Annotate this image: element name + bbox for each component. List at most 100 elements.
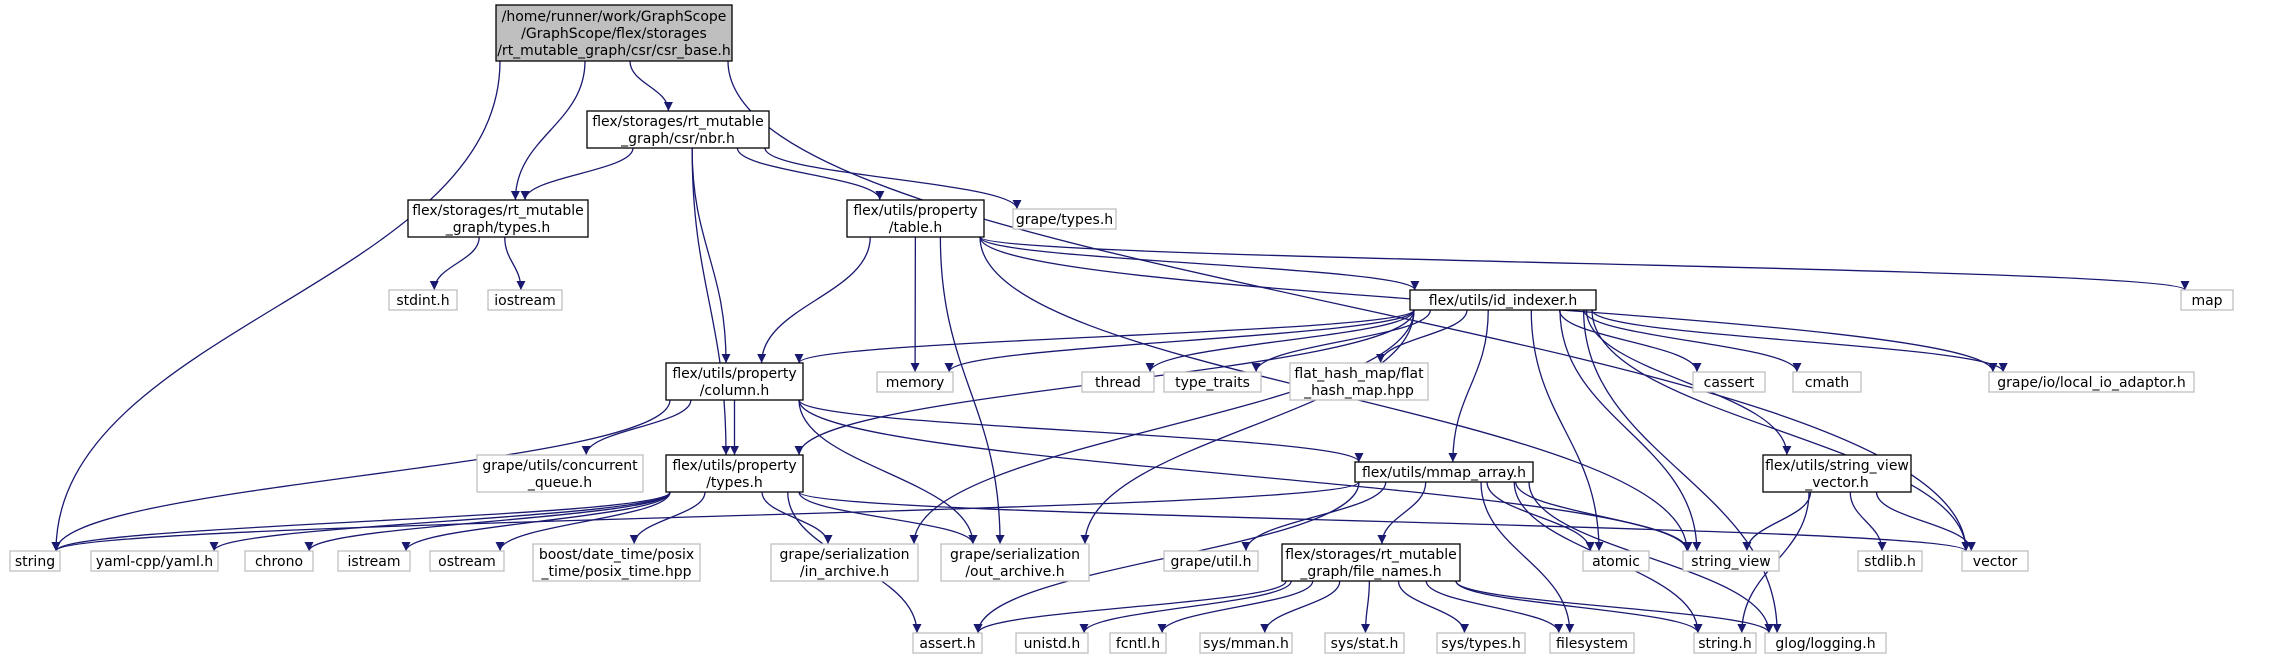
- edge-nbr-to-column: [691, 147, 731, 364]
- edge-line: [629, 60, 673, 112]
- node-label-line: /GraphScope/flex/storages: [521, 26, 707, 42]
- edge-line: [973, 580, 1287, 634]
- node-box: [9, 550, 61, 572]
- node-box: [90, 550, 219, 572]
- node-label-line: sys/types.h: [1441, 636, 1520, 652]
- node-label-line: memory: [886, 375, 945, 391]
- edge-line: [1591, 309, 1971, 552]
- node-box: [476, 454, 644, 493]
- node-box: [1988, 371, 2195, 393]
- edge-ptypes-to-ostream: [495, 491, 671, 552]
- node-stdint: stdint.h: [388, 289, 458, 311]
- node-box: [1354, 461, 1534, 483]
- edge-line: [1157, 580, 1314, 634]
- edge-idindexer-to-inarch: [909, 309, 1415, 545]
- node-string: string: [9, 550, 61, 572]
- node-label-line: grape/types.h: [1016, 212, 1113, 228]
- node-concq: grape/utils/concurrent_queue.h: [476, 454, 644, 493]
- edge-table-to-idindexer: [979, 236, 1420, 291]
- node-label-line: /out_archive.h: [965, 564, 1064, 580]
- node-label-line: cmath: [1805, 375, 1849, 391]
- node-fcntl: fcntl.h: [1109, 632, 1167, 654]
- node-box: [1549, 632, 1635, 654]
- edge-line: [504, 236, 526, 291]
- node-label-line: stdint.h: [396, 293, 449, 309]
- node-mmap[interactable]: flex/utils/mmap_array.h: [1354, 461, 1534, 483]
- edge-line: [429, 236, 480, 291]
- node-box: [407, 199, 589, 238]
- node-filesystem: filesystem: [1549, 632, 1635, 654]
- edge-table-to-outarch: [939, 236, 1005, 545]
- edge-line: [1360, 580, 1371, 634]
- node-thread: thread: [1081, 371, 1155, 393]
- node-label-line: _time/posix_time.hpp: [541, 564, 692, 580]
- edge-rtypes-to-iostream: [504, 236, 526, 291]
- edge-line: [520, 147, 634, 201]
- node-box: [876, 371, 954, 393]
- node-box: [1109, 632, 1167, 654]
- node-label-line: string_view: [1691, 554, 1770, 570]
- node-outarch: grape/serialization/out_archive.h: [940, 543, 1090, 582]
- node-root[interactable]: /home/runner/work/GraphScope/GraphScope/…: [495, 4, 733, 62]
- edge-line: [979, 236, 2190, 291]
- edge-line: [1515, 481, 1693, 552]
- edge-ptypes-to-inarch: [761, 491, 833, 545]
- node-box: [1857, 550, 1923, 572]
- node-systypes: sys/types.h: [1436, 632, 1526, 654]
- edge-rtypes-to-stdint: [429, 236, 480, 291]
- node-svv[interactable]: flex/utils/string_view_vector.h: [1762, 454, 1912, 493]
- edge-line: [1448, 309, 1489, 463]
- node-box: [665, 362, 804, 401]
- edge-mmap-to-filenames: [1377, 481, 1427, 545]
- node-column[interactable]: flex/utils/property/column.h: [665, 362, 804, 401]
- node-filenames[interactable]: flex/storages/rt_mutable_graph/file_name…: [1281, 543, 1461, 582]
- node-stdlib: stdlib.h: [1857, 550, 1923, 572]
- node-ptypes[interactable]: flex/utils/property/types.h: [665, 454, 804, 493]
- node-inarch: grape/serialization/in_archive.h: [770, 543, 919, 582]
- edge-filenames-to-stringh: [1455, 580, 1703, 634]
- edge-ptypes-to-string: [51, 491, 671, 552]
- node-table[interactable]: flex/utils/property/table.h: [846, 199, 985, 238]
- edge-idindexer-to-stringview: [1559, 309, 1702, 552]
- node-nbr[interactable]: flex/storages/rt_mutable_graph/csr/nbr.h: [586, 110, 770, 149]
- edge-line: [51, 399, 671, 552]
- node-map: map: [2180, 289, 2234, 311]
- node-idindexer[interactable]: flex/utils/id_indexer.h: [1409, 289, 1597, 311]
- node-label-line: map: [2191, 293, 2222, 309]
- edge-line: [1241, 481, 1387, 552]
- node-box: [665, 454, 804, 493]
- node-label-line: flex/storages/rt_mutable: [592, 114, 764, 130]
- node-box: [429, 550, 505, 572]
- node-rtypes[interactable]: flex/storages/rt_mutable_graph/types.h: [407, 199, 589, 238]
- node-label-line: grape/util.h: [1171, 554, 1252, 570]
- edge-idindexer-to-memory: [944, 309, 1415, 373]
- edge-line: [798, 399, 1692, 552]
- node-box: [244, 550, 314, 572]
- node-localio: grape/io/local_io_adaptor.h: [1988, 371, 2195, 393]
- node-box: [1693, 632, 1757, 654]
- edge-nbr-to-rtypes: [520, 147, 634, 201]
- edge-line: [691, 147, 731, 456]
- edge-idindexer-to-column: [794, 309, 1415, 364]
- edge-svv-to-vector: [1875, 491, 1976, 552]
- edge-mmap-to-filesystem: [1480, 481, 1575, 634]
- node-box: [532, 543, 701, 582]
- node-label-line: flex/utils/property: [853, 203, 977, 219]
- edge-line: [691, 147, 731, 364]
- node-box: [1682, 550, 1780, 572]
- node-assert: assert.h: [912, 632, 983, 654]
- edge-line: [944, 309, 1415, 373]
- edge-filenames-to-unistd: [1079, 580, 1292, 634]
- node-box: [337, 550, 411, 572]
- node-label-line: ostream: [438, 554, 496, 570]
- node-memory: memory: [876, 371, 954, 393]
- edge-idindexer-to-localio: [1591, 309, 2008, 373]
- edge-line: [1145, 309, 1415, 373]
- node-box: [1792, 371, 1862, 393]
- node-label-line: _queue.h: [527, 475, 592, 491]
- node-label-line: atomic: [1592, 554, 1640, 570]
- node-label-line: istream: [348, 554, 401, 570]
- node-iostream: iostream: [487, 289, 563, 311]
- edge-line: [798, 491, 978, 545]
